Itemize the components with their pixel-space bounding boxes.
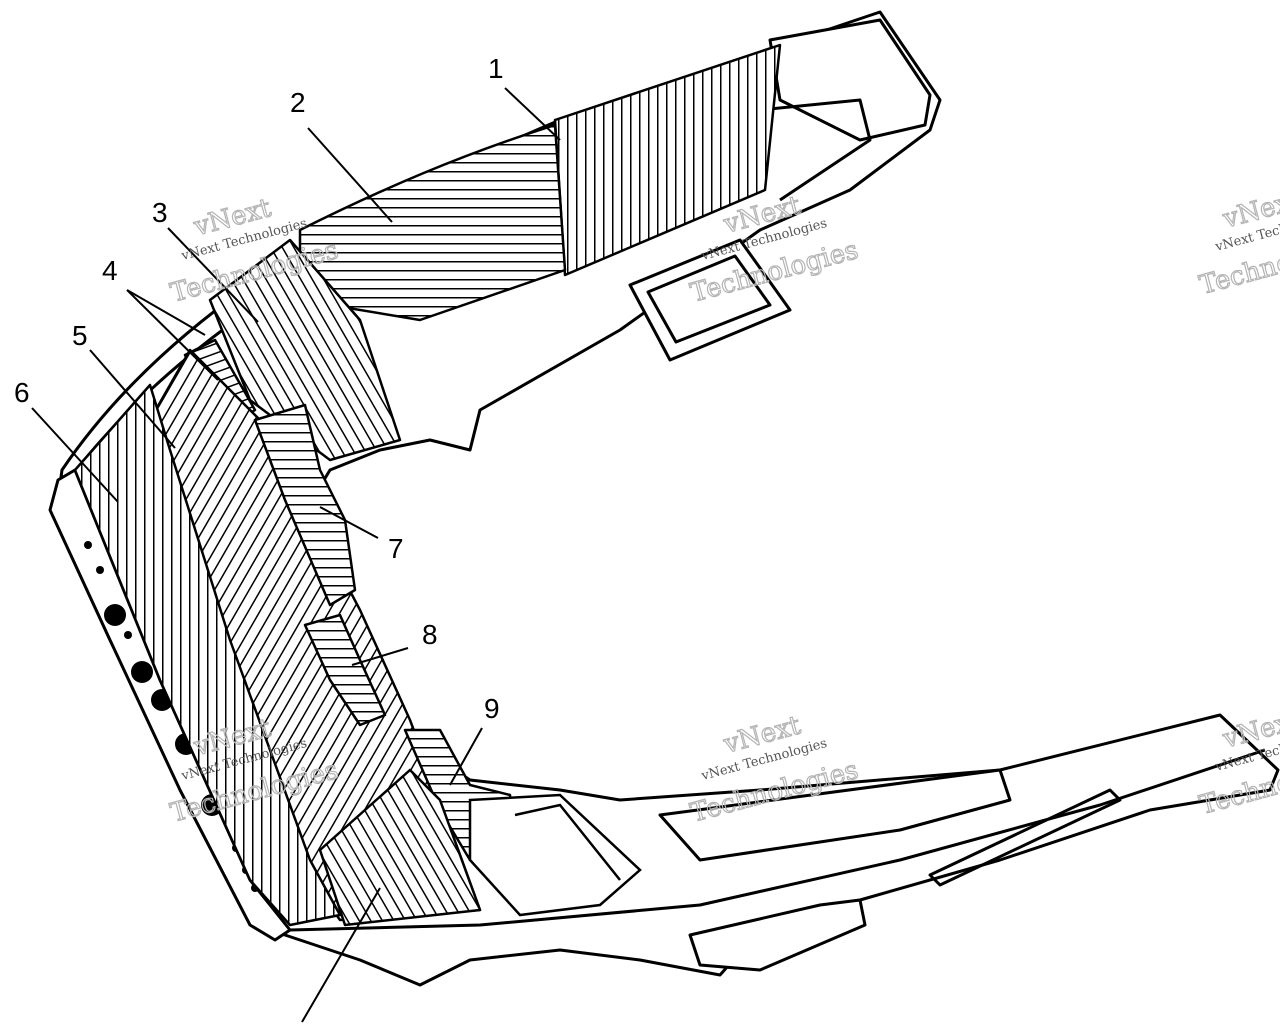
bumper-hole bbox=[96, 566, 104, 574]
watermark-group-3: vNext vNext Technologies Technologies bbox=[1196, 185, 1280, 302]
liner-panel-6 bbox=[73, 383, 342, 927]
bumper-hole bbox=[124, 631, 132, 639]
leader-line-5 bbox=[89, 349, 176, 449]
callout-7: 7 bbox=[388, 533, 404, 564]
callout-3: 3 bbox=[152, 197, 168, 228]
liner-panels bbox=[73, 43, 782, 927]
bumper-hole bbox=[84, 541, 92, 549]
bumper-hole bbox=[104, 604, 126, 626]
callout-4: 4 bbox=[102, 255, 118, 286]
hood-bottom-rim bbox=[289, 748, 1266, 932]
liner-panel-10 bbox=[318, 768, 482, 927]
leader-line-10 bbox=[301, 887, 381, 1023]
bottom-hump bbox=[688, 898, 867, 972]
liner-panel-8 bbox=[303, 613, 387, 727]
leader-lines bbox=[31, 87, 561, 1023]
mount-block-inner bbox=[514, 803, 621, 881]
leader-line-7 bbox=[319, 506, 379, 539]
leader-line-8 bbox=[351, 647, 409, 666]
leader-line-3 bbox=[167, 227, 259, 323]
callout-5: 5 bbox=[72, 320, 88, 351]
mount-block bbox=[468, 793, 642, 917]
bumper-hole bbox=[131, 661, 153, 683]
right-side-panel bbox=[768, 18, 932, 142]
lower-right-ledge bbox=[658, 768, 1012, 862]
right-inner-ledge bbox=[759, 98, 872, 202]
vent-box-inner bbox=[646, 254, 772, 344]
callout-1: 1 bbox=[488, 53, 504, 84]
lower-mount-block bbox=[468, 793, 642, 917]
leader-line-4a bbox=[126, 289, 219, 381]
callout-6: 6 bbox=[14, 377, 30, 408]
leader-line-6 bbox=[31, 407, 119, 503]
leader-line-2 bbox=[307, 127, 393, 223]
liner-panel-7 bbox=[253, 403, 357, 607]
callout-9: 9 bbox=[484, 693, 500, 724]
callout-8: 8 bbox=[422, 619, 438, 650]
lower-right-rail bbox=[928, 788, 1122, 887]
leader-line-1 bbox=[504, 87, 561, 141]
leader-line-4b bbox=[126, 289, 206, 336]
callout-labels: 1 2 3 4 5 6 7 8 9 bbox=[14, 53, 504, 724]
callout-2: 2 bbox=[290, 87, 306, 118]
leader-line-9 bbox=[449, 727, 483, 786]
liner-panel-2 bbox=[298, 123, 567, 322]
